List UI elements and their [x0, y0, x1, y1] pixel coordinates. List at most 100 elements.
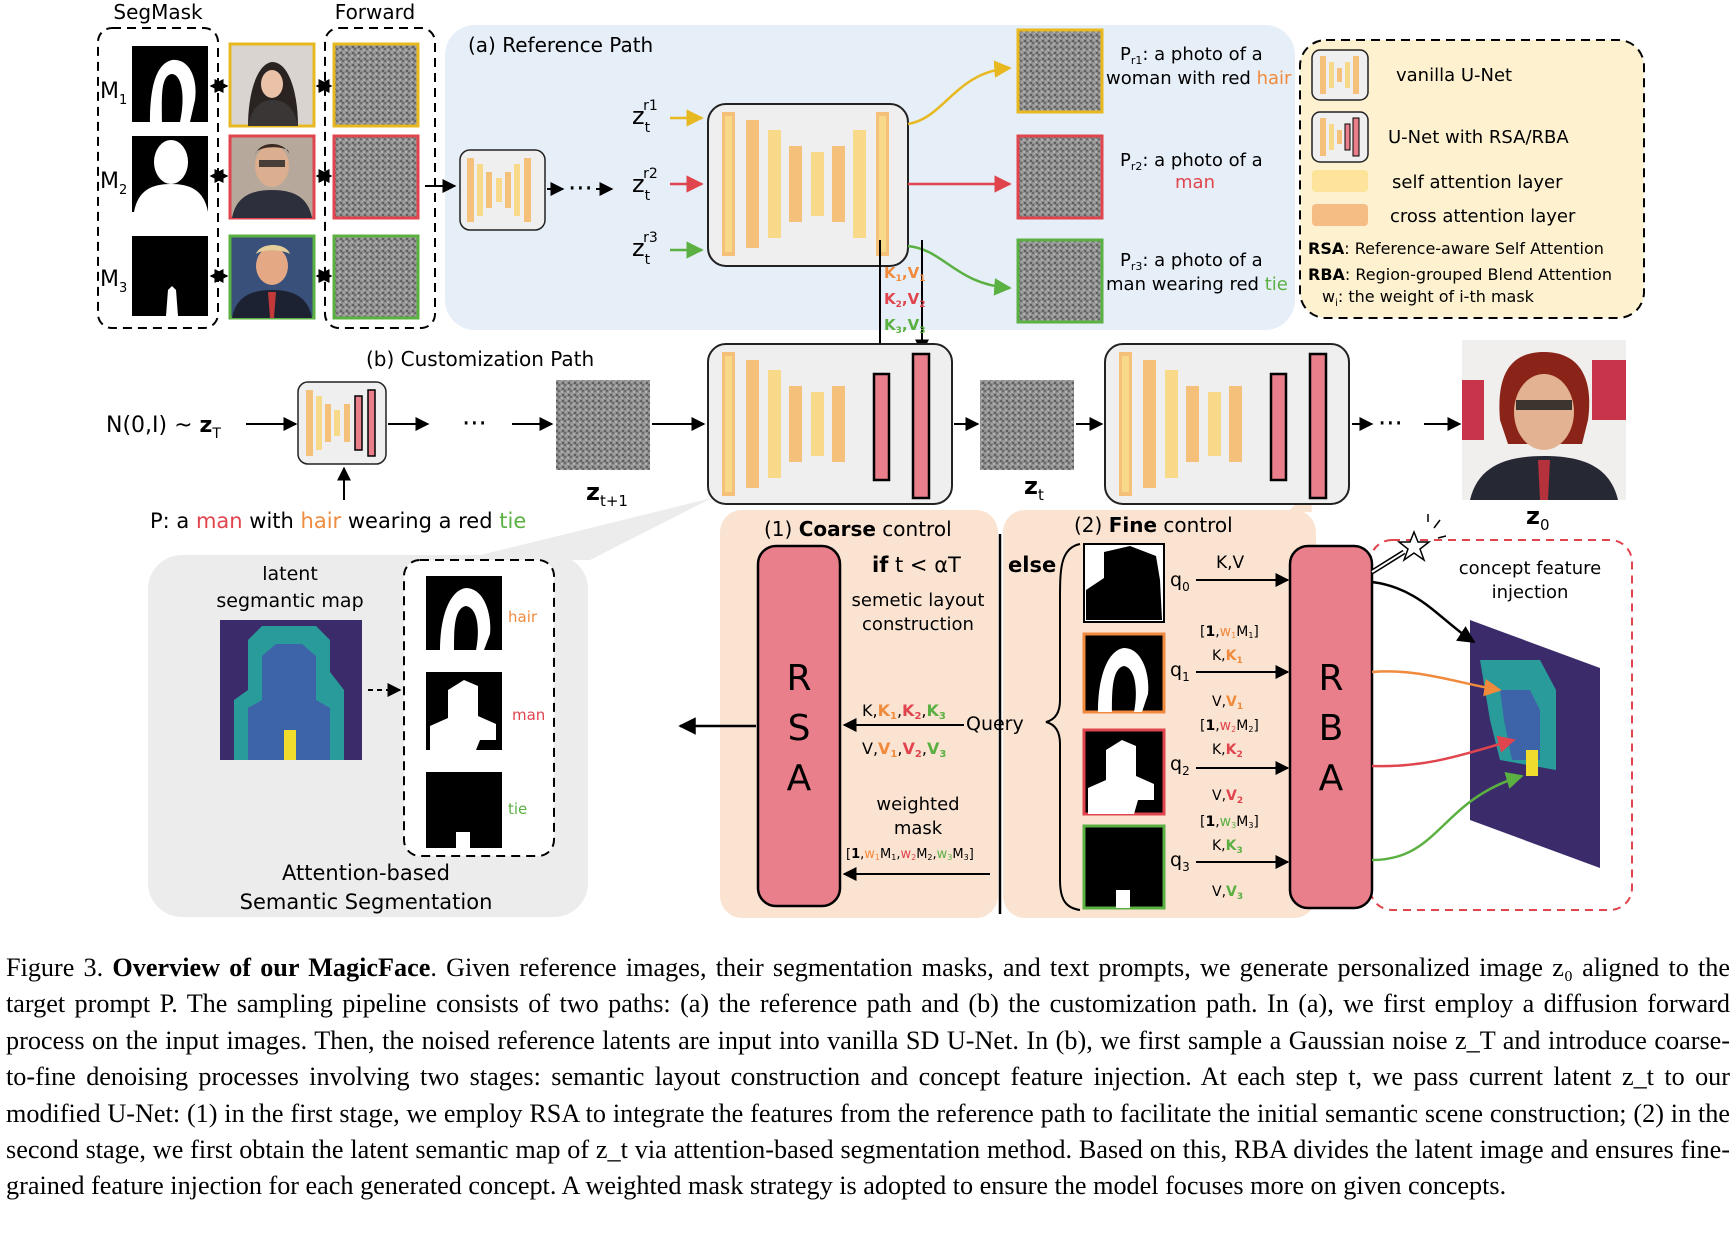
mask-label-m3: M3	[100, 267, 127, 296]
coarse-condition: if t < αT	[872, 553, 961, 577]
svg-text:K2,V2: K2,V2	[884, 290, 925, 310]
weighted-mask-1: weighted	[876, 794, 959, 815]
output-image-z0	[1462, 340, 1626, 500]
caption-figure-number: Figure 3.	[6, 953, 104, 982]
fine-mask-q3	[1082, 824, 1166, 910]
rba-letter-a: A	[1319, 758, 1344, 799]
label-z0: z0	[1526, 502, 1550, 534]
seg-panel-title-1: Attention-based	[282, 861, 450, 885]
zoom-wedge	[460, 498, 712, 560]
reference-unet	[707, 103, 909, 267]
svg-text:RBA: Region-grouped Blend Atte: RBA: Region-grouped Blend Attention	[1308, 265, 1612, 284]
injected-latent-map	[1470, 620, 1600, 868]
ellipsis-ref: ···	[568, 174, 593, 204]
seg-label-man: man	[512, 706, 545, 724]
rba-letter-r: R	[1318, 658, 1343, 699]
noised-image-2	[332, 134, 420, 220]
reference-photo-man-tie	[228, 234, 316, 320]
svg-text:wi: the weight of i-th mask: wi: the weight of i-th mask	[1322, 287, 1535, 309]
kv-labels: K1,V1 K2,V2 K3,V3	[884, 264, 925, 336]
fine-mask-q0	[1083, 543, 1165, 623]
prompt-r2: Pr2: a photo of a	[1120, 150, 1263, 173]
latent-map-label-1: latent	[262, 563, 318, 585]
svg-text:K,K1,K2,K3: K,K1,K2,K3	[862, 701, 946, 722]
coarse-kv: K,K1,K2,K3 V,V1,V2,V3	[862, 701, 946, 760]
reference-path-label: (a) Reference Path	[468, 33, 653, 57]
ref-output-1	[1016, 28, 1104, 114]
label-z-t: zt	[1024, 472, 1044, 504]
mask-photo-arrows	[209, 79, 457, 283]
reference-photo-man	[228, 134, 316, 220]
ref-output-3	[1016, 238, 1104, 324]
z-ref-1: ztr1	[632, 98, 658, 136]
caption-body: . Given reference images, their segmenta…	[6, 953, 1730, 1201]
prompt-r3-line2: man wearing red tie	[1106, 274, 1288, 295]
q0-label: q0	[1170, 569, 1190, 594]
svg-text:V,V1,V2,V3: V,V1,V2,V3	[862, 739, 946, 760]
magic-wand-icon	[1370, 514, 1447, 575]
svg-text:V,V3: V,V3	[1212, 884, 1243, 902]
segmask-group	[97, 27, 219, 329]
latent-z-t-plus-1	[556, 380, 650, 470]
modified-unet-2	[1104, 343, 1350, 505]
prompt-r3: Pr3: a photo of a	[1120, 250, 1263, 273]
svg-text:RSA: Reference-aware Self Atte: RSA: Reference-aware Self Attention	[1308, 239, 1604, 258]
prompt-r1: Pr1: a photo of a	[1120, 44, 1263, 67]
query-label: Query	[966, 713, 1024, 735]
small-vanilla-unet	[459, 149, 546, 231]
mask-label-m2: M2	[100, 169, 127, 198]
svg-text:vanilla U-Net: vanilla U-Net	[1396, 65, 1512, 86]
coarse-control-title: (1) Coarse control	[764, 517, 952, 541]
latent-semantic-map	[220, 620, 362, 760]
kv0-label: K,V	[1216, 553, 1245, 573]
fine-mask-q2	[1082, 728, 1166, 816]
mask-m3	[132, 236, 208, 316]
mask-m2	[132, 136, 208, 212]
ellipsis-custom: ···	[462, 409, 487, 439]
rsa-letter-a: A	[787, 758, 812, 799]
forward-title: Forward	[335, 0, 415, 24]
rba-block	[1288, 544, 1374, 910]
ref-output-2	[1016, 134, 1104, 220]
svg-text:K1,V1: K1,V1	[884, 264, 925, 284]
svg-text:U-Net with RSA/RBA: U-Net with RSA/RBA	[1388, 127, 1569, 148]
svg-text:V,V2: V,V2	[1212, 788, 1243, 806]
method-overview-figure: SegMask Forward M1 M2 M3	[97, 0, 1645, 918]
q1-label: q1	[1170, 659, 1190, 684]
noised-image-1	[332, 42, 420, 128]
prompt-r1-line2: woman with red hair	[1106, 68, 1292, 89]
figure-caption: Figure 3. Overview of our MagicFace. Giv…	[6, 950, 1730, 1205]
prompt-r2-line2: man	[1175, 172, 1215, 193]
latent-z-t	[980, 380, 1074, 470]
seg-panel-title-2: Semantic Segmentation	[240, 890, 493, 914]
mask-label-m1: M1	[100, 79, 127, 108]
svg-text:[1,w1M1]: [1,w1M1]	[1200, 624, 1259, 640]
caption-title: Overview of our MagicFace	[112, 953, 431, 982]
label-z-t-plus-1: zt+1	[586, 478, 628, 510]
svg-text:cross attention layer: cross attention layer	[1390, 206, 1576, 227]
seg-label-tie: tie	[508, 800, 527, 818]
legend: vanilla U-Net U-Net with RSA/RBA self at…	[1308, 49, 1612, 309]
seg-mask-tie	[426, 772, 502, 848]
svg-text:K,K2: K,K2	[1212, 742, 1243, 760]
q2-label: q2	[1170, 753, 1190, 778]
rba-letter-b: B	[1319, 708, 1344, 749]
rsa-block	[756, 544, 842, 908]
noised-image-3	[332, 234, 420, 320]
target-prompt: P: a man with hair wearing a red tie	[150, 509, 526, 533]
else-label: else	[1008, 553, 1056, 577]
mask-m1	[132, 46, 208, 122]
latent-map-label-2: segmantic map	[216, 590, 363, 612]
fine-control-title: (2) Fine control	[1074, 513, 1233, 537]
concept-injection-2: injection	[1492, 582, 1569, 603]
rsa-letter-r: R	[786, 658, 811, 699]
coarse-desc-1: semetic layout	[852, 590, 985, 611]
weighted-mask-2: mask	[894, 818, 943, 839]
rsa-letter-s: S	[788, 708, 811, 749]
svg-text:K,K1: K,K1	[1212, 648, 1243, 666]
fine-mask-q1	[1082, 632, 1166, 714]
noise-init: N(0,I) ~ zT	[106, 413, 221, 442]
seg-mask-hair	[426, 576, 502, 650]
fine-kv-labels: [1,w1M1] K,K1 V,V1 [1,w2M2] K,K2 V,V2 [1…	[1200, 624, 1259, 902]
z-ref-2: ztr2	[632, 166, 658, 204]
